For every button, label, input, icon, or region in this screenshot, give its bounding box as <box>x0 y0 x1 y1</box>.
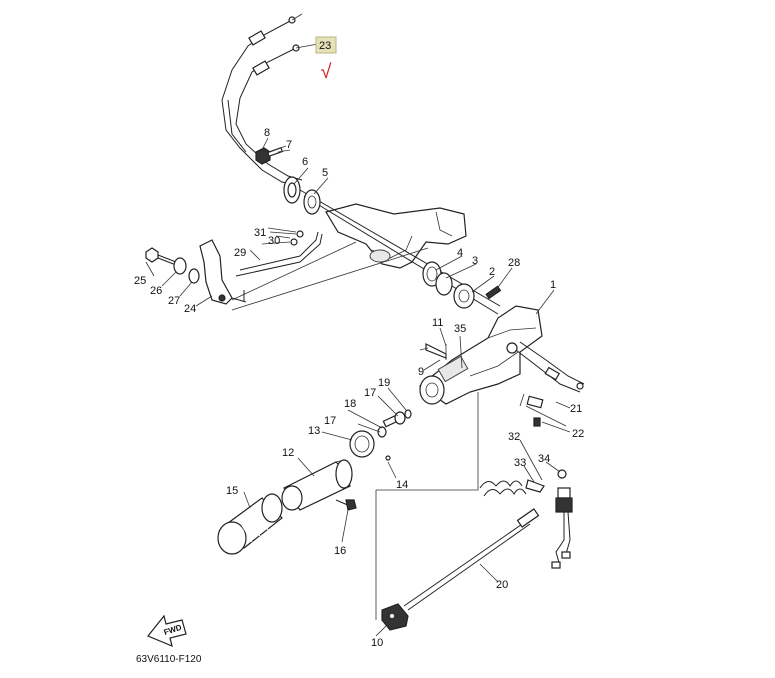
shift-lever <box>199 239 247 305</box>
callout-30: 30 <box>268 235 280 247</box>
callout-25: 25 <box>134 275 146 287</box>
callout-19: 19 <box>378 377 390 389</box>
callout-2: 2 <box>489 266 495 278</box>
callout-8: 8 <box>264 127 270 139</box>
callout-28: 28 <box>508 257 520 269</box>
shift-clamp <box>381 603 409 631</box>
callout-22: 22 <box>572 428 584 440</box>
callout-21: 21 <box>570 403 582 415</box>
throttle-cables <box>221 13 319 187</box>
upper-housing <box>231 203 467 301</box>
callout-11: 11 <box>432 317 443 329</box>
friction-clip <box>419 343 447 360</box>
bolt-nut-set <box>255 145 287 165</box>
callout-27: 27 <box>168 295 180 307</box>
callout-10: 10 <box>371 637 383 649</box>
shift-shaft <box>403 508 540 611</box>
catalog-code: 63V6110-F120 <box>136 654 202 665</box>
shaft-washers <box>283 176 502 309</box>
callout-labels: 1 2 3 4 5 6 7 8 9 10 11 12 13 14 15 16 1… <box>134 40 584 649</box>
callout-15: 15 <box>226 485 238 497</box>
callout-24: 24 <box>184 303 196 315</box>
callout-29: 29 <box>234 247 246 259</box>
stop-switch-wires <box>515 341 585 427</box>
callout-34: 34 <box>538 453 550 465</box>
callout-9: 9 <box>418 366 424 378</box>
callout-31: 31 <box>254 227 266 239</box>
callout-13: 13 <box>308 425 320 437</box>
throttle-shaft <box>281 459 353 511</box>
shift-link-rod <box>235 230 323 277</box>
callout-23: 23 <box>319 40 331 52</box>
callout-33: 33 <box>514 457 526 469</box>
friction-adjuster <box>377 409 412 438</box>
lever-bolt-set <box>145 247 200 284</box>
callout-6: 6 <box>302 156 308 168</box>
throttle-grip <box>217 493 283 555</box>
callout-leaders <box>145 137 571 637</box>
callout-12: 12 <box>282 447 294 459</box>
check-mark: √ <box>321 61 332 83</box>
callout-7: 7 <box>286 139 292 151</box>
red-check-annotation: √ <box>315 36 337 83</box>
callout-5: 5 <box>322 167 328 179</box>
callout-32: 32 <box>508 431 520 443</box>
callout-18: 18 <box>344 398 356 410</box>
callout-4: 4 <box>457 247 463 259</box>
callout-16: 16 <box>334 545 346 557</box>
callout-20: 20 <box>496 579 508 591</box>
steering-arm <box>419 305 543 405</box>
callout-3: 3 <box>472 255 478 267</box>
assembly-lines <box>231 247 567 620</box>
callout-17b: 17 <box>364 387 376 399</box>
fwd-arrow-icon: FWD <box>147 614 187 648</box>
grip-collar <box>349 430 391 461</box>
callout-1: 1 <box>550 279 556 291</box>
callout-17a: 17 <box>324 415 336 427</box>
spring-switch-set <box>479 469 573 569</box>
callout-35: 35 <box>454 323 466 335</box>
grip-screw <box>335 499 357 511</box>
callout-26: 26 <box>150 285 162 297</box>
callout-14: 14 <box>396 479 408 491</box>
